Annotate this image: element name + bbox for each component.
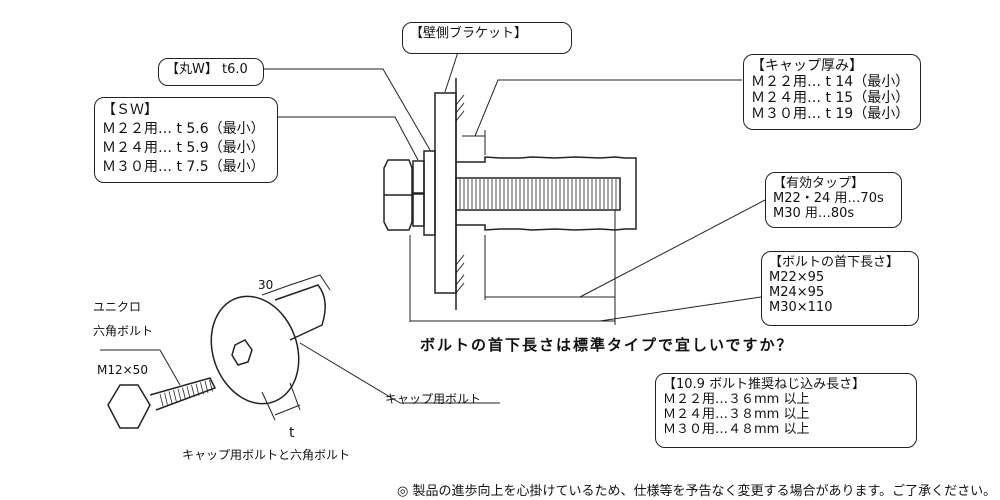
- spring-washer: [412, 160, 425, 194]
- leader-bolt-length: [599, 296, 762, 322]
- leader-round-washer: [263, 68, 431, 151]
- bolt-length-question: ボルトの首下長さは標準タイプで宜しいですか？: [420, 336, 794, 354]
- label-dimension-30: 30: [258, 278, 274, 292]
- callout-line: M30 用…80s: [773, 206, 855, 221]
- label-caption: キャップ用ボルトと六角ボルト: [182, 448, 351, 462]
- thread-line: [173, 390, 177, 403]
- callout-line: Ｍ２２用…３６mm 以上: [663, 392, 810, 407]
- callout-title: 【ボルトの首下長さ】: [769, 255, 900, 270]
- hex-bolt-head: [383, 159, 413, 231]
- leader-spring-washer: [278, 116, 419, 161]
- callout-line: Ｍ３０用… t 19（最小）: [751, 106, 910, 122]
- callout-line: M22・24 用…70s: [773, 191, 884, 206]
- label-unichrome: ユニクロ: [93, 300, 142, 314]
- thread-line: [200, 382, 204, 395]
- thread-line: [159, 393, 164, 407]
- callout-spring-washer: 【ＳＷ】 Ｍ２２用… t 5.6（最小） Ｍ２４用… t 5.9（最小） Ｍ３０…: [94, 97, 278, 183]
- callout-bolt-length: 【ボルトの首下長さ】 M22×95 M24×95 M30×110: [761, 251, 919, 326]
- cap-bolt-head: [210, 295, 300, 405]
- callout-line: M30×110: [769, 300, 833, 315]
- cap-bolt-thread: [274, 284, 326, 341]
- thread-line: [182, 387, 186, 400]
- thread-line: [164, 392, 168, 405]
- thread-line: [191, 384, 195, 397]
- label-cap-bolt: キャップ用ボルト: [385, 392, 482, 406]
- callout-line: Ｍ２２用… t 14（最小）: [751, 74, 910, 90]
- thread-line: [186, 386, 191, 399]
- callout-line: Ｍ２４用… t 15（最小）: [751, 90, 910, 106]
- callout-line: Ｍ２４用…３８mm 以上: [663, 407, 810, 422]
- bolt-thread: [455, 177, 621, 211]
- thread-line: [177, 388, 182, 401]
- thread-line: [204, 380, 209, 394]
- leader-cap-thickness: [474, 79, 742, 137]
- footer-note: ◎ 製品の進歩向上を心掛けているため、仕様等を予告なく変更する場合があります。ご…: [397, 484, 997, 499]
- callout-line: M24×95: [769, 285, 825, 300]
- callout-title: 【有効タップ】: [773, 176, 865, 191]
- hex-bolt-head-3d: [107, 384, 151, 429]
- callout-title: 【10.9 ボルト推奨ねじ込み長さ】: [663, 377, 866, 392]
- callout-title: 【ＳＷ】: [102, 102, 158, 118]
- label-dimension-t: t: [289, 425, 295, 441]
- thread-line: [195, 383, 200, 396]
- callout-effective-tap: 【有効タップ】 M22・24 用…70s M30 用…80s: [765, 172, 902, 228]
- hex-socket-icon: [231, 339, 253, 366]
- wall-hatching: [455, 94, 465, 294]
- callout-line: Ｍ３０用… t 7.5（最小）: [102, 159, 265, 175]
- label-hex-bolt-size: M12×50: [97, 363, 148, 377]
- callout-title: 【キャップ厚み】: [751, 58, 863, 74]
- wall-bracket-plate: [434, 92, 457, 294]
- callout-title: 【丸W】 t6.0: [166, 62, 248, 77]
- callout-line: Ｍ３０用…４８mm 以上: [663, 422, 810, 437]
- thread-line: [209, 379, 213, 392]
- callout-title: 【壁側ブラケット】: [410, 26, 528, 41]
- callout-line: Ｍ２２用… t 5.6（最小）: [102, 121, 265, 137]
- callout-thread-engagement: 【10.9 ボルト推奨ねじ込み長さ】 Ｍ２２用…３６mm 以上 Ｍ２４用…３８m…: [655, 373, 917, 448]
- label-hex-bolt: 六角ボルト: [93, 324, 154, 338]
- callout-line: M22×95: [769, 270, 825, 285]
- callout-wall-bracket: 【壁側ブラケット】: [402, 22, 572, 54]
- round-washer: [423, 150, 436, 236]
- anchor-body: [456, 156, 637, 231]
- thread-line: [168, 391, 173, 404]
- leader-wall-bracket: [444, 51, 459, 93]
- leader-effective-tap: [579, 199, 766, 298]
- callout-round-washer: 【丸W】 t6.0: [158, 58, 264, 86]
- callout-line: Ｍ２４用… t 5.9（最小）: [102, 140, 265, 156]
- callout-cap-thickness: 【キャップ厚み】 Ｍ２２用… t 14（最小） Ｍ２４用… t 15（最小） Ｍ…: [743, 54, 921, 130]
